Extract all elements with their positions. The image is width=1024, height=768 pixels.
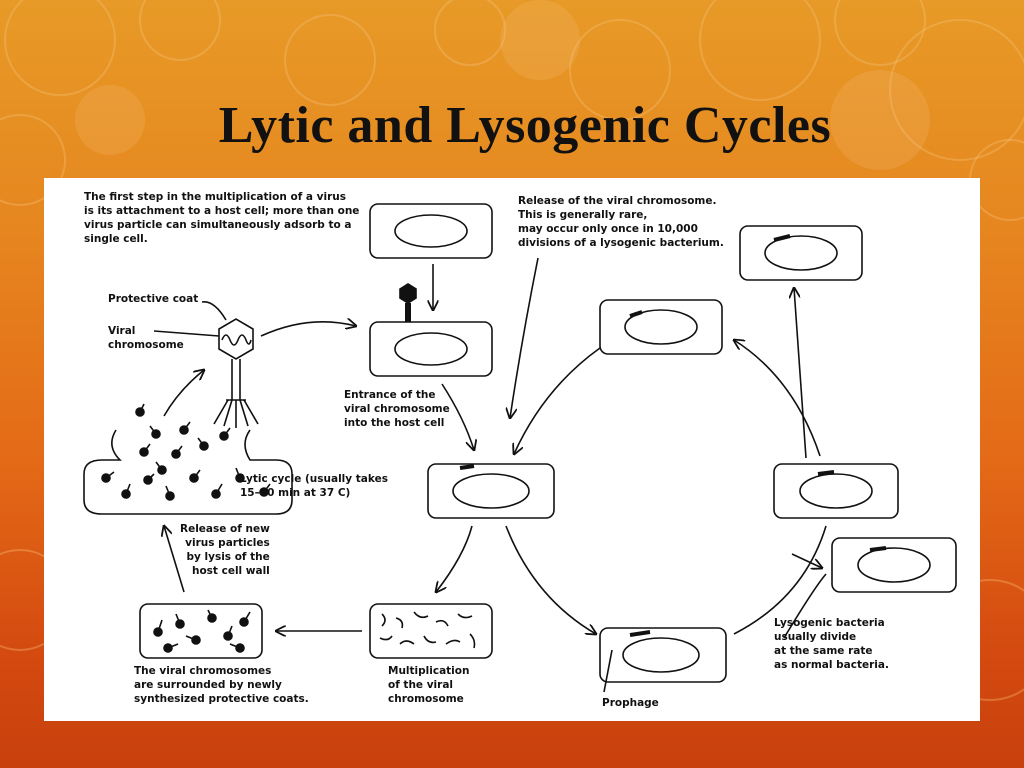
prophage-label: Prophage <box>602 697 659 709</box>
lysogenic-divide-label: Lysogenic bacteria usually divide at the… <box>774 617 889 671</box>
arrow-to-lysis <box>164 526 185 593</box>
first-step-label: The first step in the multiplication of … <box>84 191 360 245</box>
multiplication-label: Multiplication of the viral chromosome <box>388 665 470 705</box>
arrow-entrance <box>441 383 474 450</box>
multiplication-cell <box>369 603 493 659</box>
arrow-to-center <box>514 347 601 454</box>
lytic-lysogenic-diagram: The first step in the multiplication of … <box>44 178 980 721</box>
lysogenic-cell-top <box>599 299 723 355</box>
viral-chromosome-pointer <box>153 330 220 337</box>
arrow-to-top-right <box>734 340 821 457</box>
arrow-to-release <box>794 288 807 459</box>
assembled-phages-cell <box>139 603 263 659</box>
protective-coat-pointer <box>201 301 227 321</box>
arrow-to-divided <box>791 553 822 568</box>
viral-chromosome-label: Viral chromosome <box>108 325 184 351</box>
arrow-divide-stub <box>783 573 827 639</box>
arrow-release-pointer <box>510 257 539 418</box>
bacteriophage <box>213 318 259 428</box>
entrance-label: Entrance of the viral chromosome into th… <box>344 389 450 429</box>
arrow-to-multiplication <box>436 525 473 592</box>
host-cell-initial <box>369 203 493 259</box>
lytic-cycle-label: Lytic cycle (usually takes 15–60 min at … <box>240 473 388 499</box>
arrow-prophage-to-right <box>733 525 827 635</box>
released-cell <box>739 225 863 281</box>
diagram-graphics <box>83 203 957 693</box>
lysing-cell <box>83 403 293 515</box>
release-chromosome-label: Release of the viral chromosome. This is… <box>518 195 724 249</box>
release-new-label: Release of new virus particles by lysis … <box>180 523 270 577</box>
host-cell-attached <box>369 283 493 377</box>
infected-cell-center <box>427 463 555 519</box>
arrow-to-phage <box>163 370 204 417</box>
arrow-to-attachment <box>260 322 356 337</box>
protective-coat-label: Protective coat <box>108 293 199 305</box>
surrounded-label: The viral chromosomes are surrounded by … <box>134 665 309 705</box>
arrow-to-prophage <box>505 525 596 634</box>
slide-title: Lytic and Lysogenic Cycles <box>218 97 832 154</box>
prophage-cell <box>599 627 727 693</box>
lysogenic-cell-divided <box>831 537 957 593</box>
lysogenic-cell-right <box>773 463 899 519</box>
